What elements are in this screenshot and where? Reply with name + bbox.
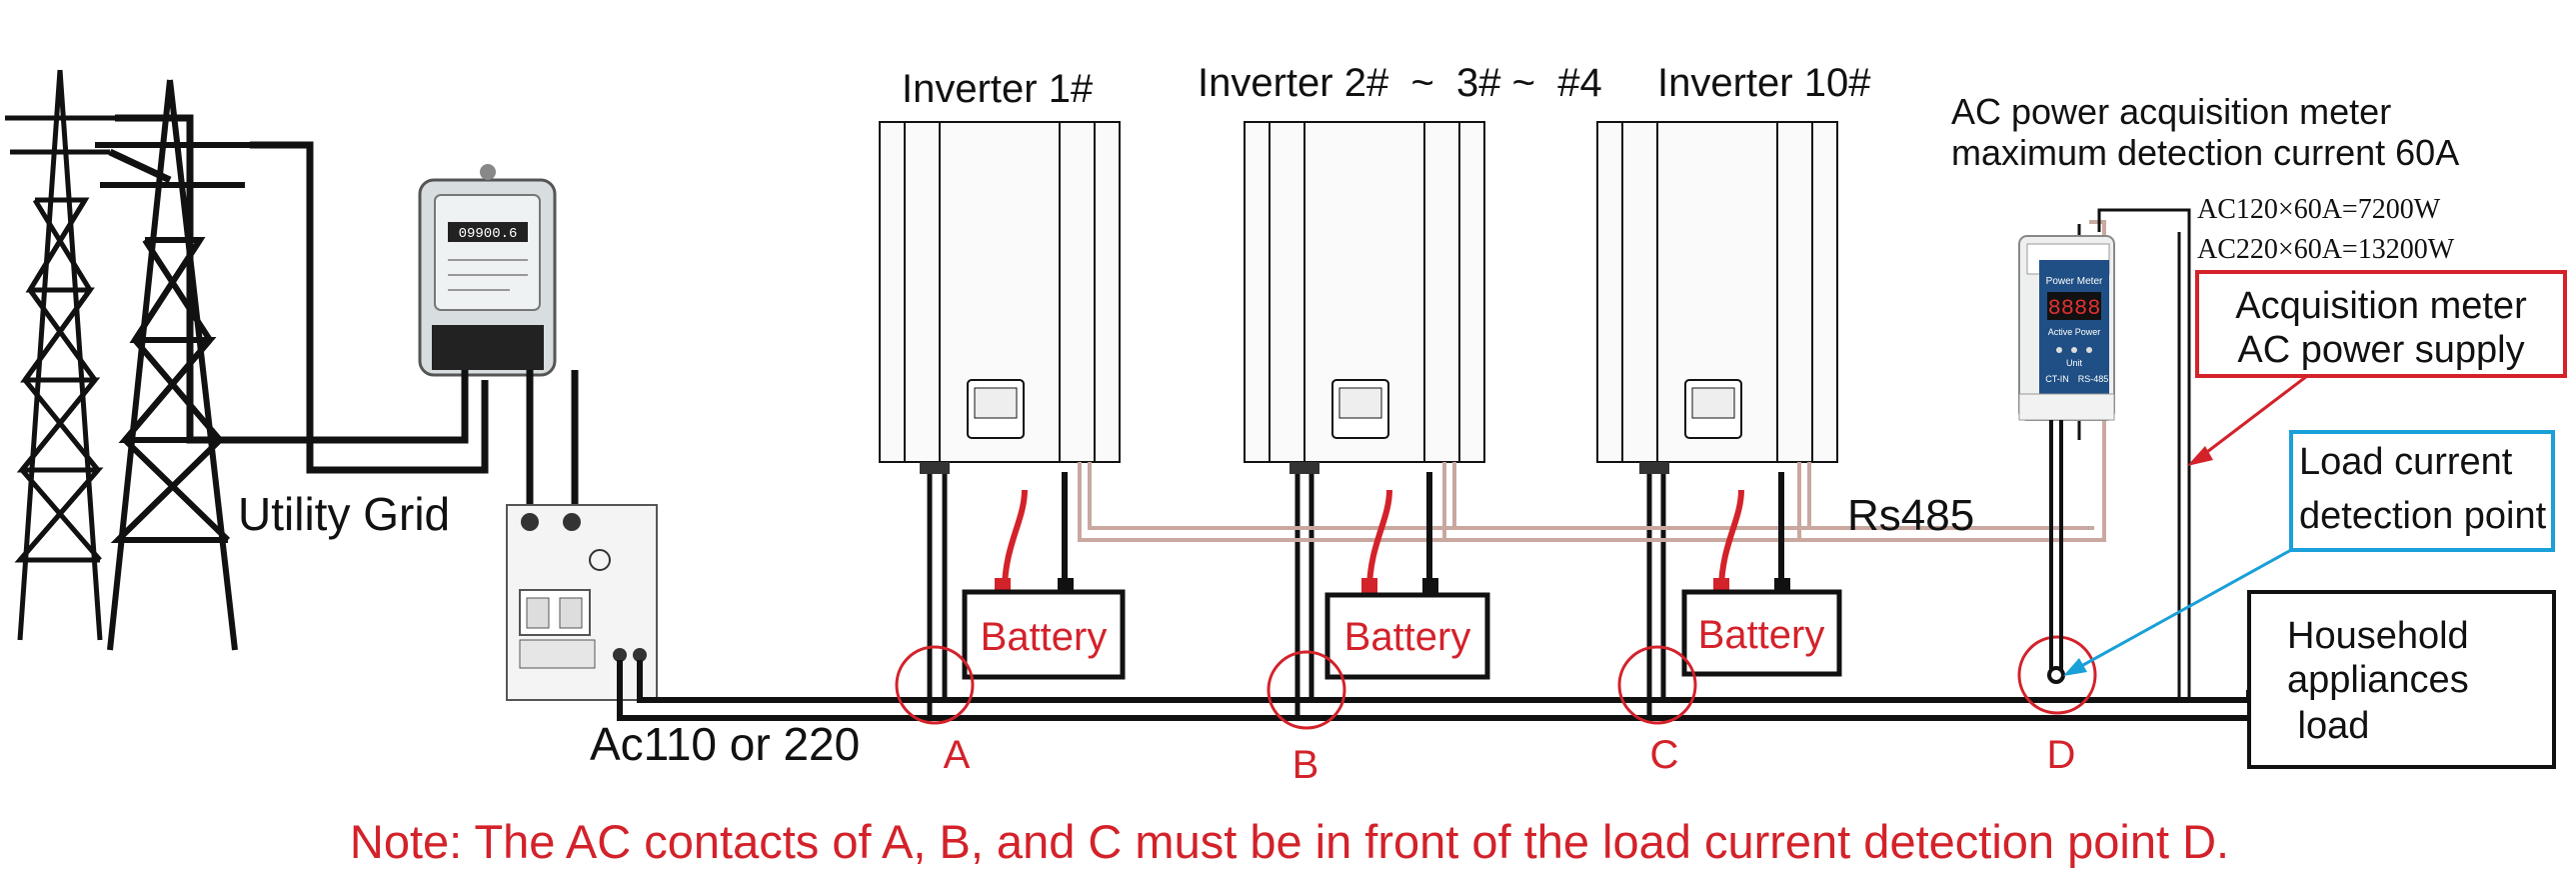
point-b-label: B xyxy=(1292,743,1319,787)
battery-1 xyxy=(962,578,1126,680)
inverter-1-label: Inverter 1# xyxy=(902,67,1094,111)
ac-bus xyxy=(617,660,2259,721)
household-load-line1: Household xyxy=(2287,615,2469,657)
battery-2 xyxy=(1324,578,1490,680)
household-load-box xyxy=(2247,590,2556,769)
callout-load-point-line2: detection point xyxy=(2299,495,2547,537)
meter-title-line1: AC power acquisition meter xyxy=(1951,91,2391,132)
energy-meter: 09900.6 xyxy=(418,164,557,377)
rs485-label: Rs485 xyxy=(1847,491,1974,540)
ct-sensor-wire xyxy=(2047,420,2065,684)
acquisition-meter-port-rs: RS-485 xyxy=(2078,374,2109,384)
transmission-tower-right xyxy=(95,79,250,651)
acquisition-meter-name: Power Meter xyxy=(2046,276,2103,287)
inverter-2 xyxy=(1244,121,1485,474)
circuit-breaker xyxy=(506,504,658,701)
meter-spec-line1: AC120×60A=7200W xyxy=(2197,194,2441,225)
meter-wires xyxy=(461,370,579,520)
energy-meter-display: 09900.6 xyxy=(459,226,518,242)
ac-voltage-label: Ac110 or 220 xyxy=(590,718,860,770)
battery-2-label: Battery xyxy=(1344,615,1471,659)
inverter-10 xyxy=(1596,121,1838,474)
acquisition-meter: Power Meter 8888 Active Power Unit CT-IN… xyxy=(2018,208,2191,700)
meter-title-line2: maximum detection current 60A xyxy=(1951,132,2459,173)
point-a-label: A xyxy=(944,733,971,777)
inverter-ac-drops xyxy=(927,474,1666,718)
battery-10-label: Battery xyxy=(1698,613,1825,657)
contact-point-a xyxy=(895,645,975,725)
acquisition-meter-sub: Active Power xyxy=(2048,327,2101,337)
callout-load-point-arrow xyxy=(2063,548,2292,676)
household-load-line2: appliances xyxy=(2287,659,2469,701)
footer-note: Note: The AC contacts of A, B, and C mus… xyxy=(350,815,2229,868)
household-load-line3: load xyxy=(2287,705,2369,747)
acquisition-meter-display: 8888 xyxy=(2048,296,2101,321)
inverter-10-label: Inverter 10# xyxy=(1657,61,1871,105)
callout-supply-line2: AC power supply xyxy=(2237,329,2524,371)
battery-1-label: Battery xyxy=(981,615,1108,659)
meter-spec-line2: AC220×60A=13200W xyxy=(2197,234,2455,265)
callout-load-point-line1: Load current xyxy=(2299,441,2513,483)
battery-cables xyxy=(1002,472,1784,591)
callout-supply-line1: Acquisition meter xyxy=(2235,285,2527,327)
acquisition-meter-port-ct: CT-IN xyxy=(2045,374,2069,384)
contact-point-b xyxy=(1267,650,1346,730)
transmission-tower-left xyxy=(5,69,115,641)
contact-point-d xyxy=(2017,635,2097,715)
point-c-label: C xyxy=(1650,733,1679,777)
contact-point-c xyxy=(1617,645,1697,725)
battery-10 xyxy=(1681,578,1842,677)
utility-grid-label: Utility Grid xyxy=(238,488,450,540)
callout-load-point-box xyxy=(2289,430,2555,552)
inverter-2-label: Inverter 2# ~ 3# ~ #4 xyxy=(1198,61,1602,105)
grid-wires xyxy=(108,114,489,474)
callout-supply-arrow xyxy=(2187,374,2308,466)
point-d-label: D xyxy=(2047,733,2076,777)
inverter-1 xyxy=(879,121,1121,474)
callout-supply-box xyxy=(2195,270,2567,378)
acquisition-meter-unit: Unit xyxy=(2066,358,2083,368)
